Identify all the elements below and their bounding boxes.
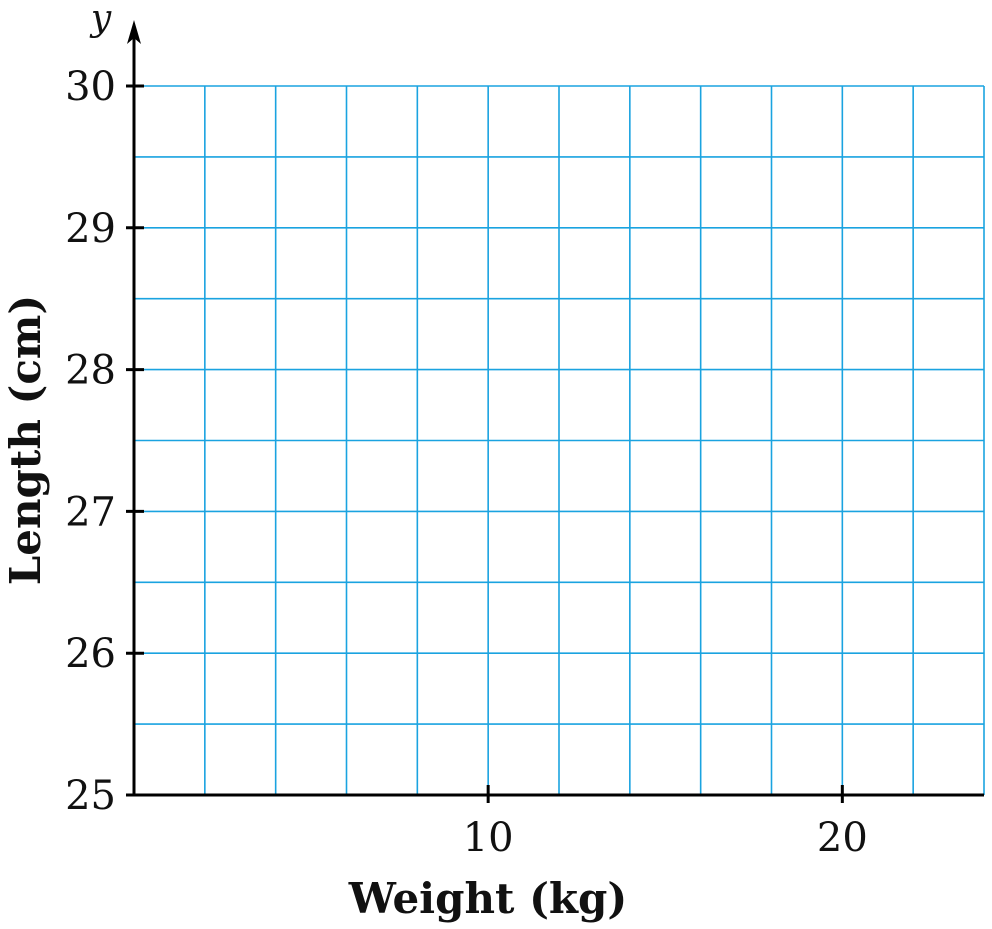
y-tick-label: 25 [65, 773, 116, 819]
axes [127, 20, 984, 797]
x-axis-title: Weight (kg) [348, 874, 628, 923]
x-tick-label: 10 [463, 815, 514, 861]
y-axis-arrow [127, 20, 141, 44]
tick-labels: 10 20 25 26 27 28 29 30 [65, 64, 868, 861]
x-tick-label: 20 [817, 815, 868, 861]
y-tick-label: 30 [65, 64, 116, 110]
ticks [126, 84, 844, 803]
y-tick-label: 28 [65, 348, 116, 394]
y-axis-title: Length (cm) [1, 295, 50, 585]
grid [134, 85, 985, 795]
y-tick-label: 29 [65, 206, 116, 252]
y-tick-label: 26 [65, 631, 116, 677]
y-tick-label: 27 [65, 489, 116, 535]
y-axis-variable: y [89, 0, 112, 39]
